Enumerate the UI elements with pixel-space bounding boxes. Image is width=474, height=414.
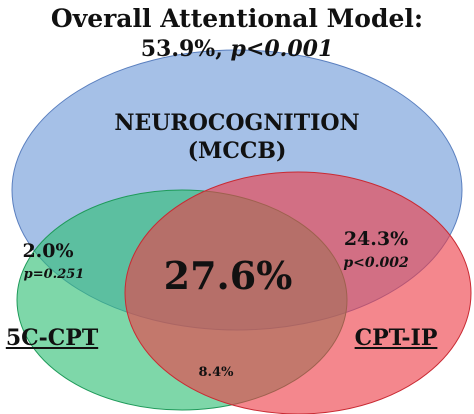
cpt-ip-ellipse bbox=[124, 171, 472, 414]
region-5c-only-value: 2.0% bbox=[22, 240, 74, 262]
mccb-label: (MCCB) bbox=[187, 138, 287, 164]
neurocognition-label: NEUROCOGNITION bbox=[114, 110, 360, 136]
overall-pvalue: p<0.001 bbox=[230, 36, 334, 62]
region-ip-only-pvalue: p<0.002 bbox=[343, 255, 409, 271]
5c-cpt-label: 5C-CPT bbox=[5, 325, 99, 351]
region-center-value: 27.6% bbox=[163, 253, 293, 298]
cpt-ip-label: CPT-IP bbox=[354, 325, 438, 351]
title-line2: 53.9%, p<0.001 bbox=[141, 38, 334, 60]
region-ip-only-value: 24.3% bbox=[343, 228, 409, 250]
overall-percent: 53.9%, bbox=[140, 36, 223, 62]
region-bottom-value: 8.4% bbox=[198, 365, 234, 380]
title-line1: Overall Attentional Model: bbox=[50, 4, 424, 33]
region-5c-only-pvalue: p=0.251 bbox=[23, 267, 85, 282]
